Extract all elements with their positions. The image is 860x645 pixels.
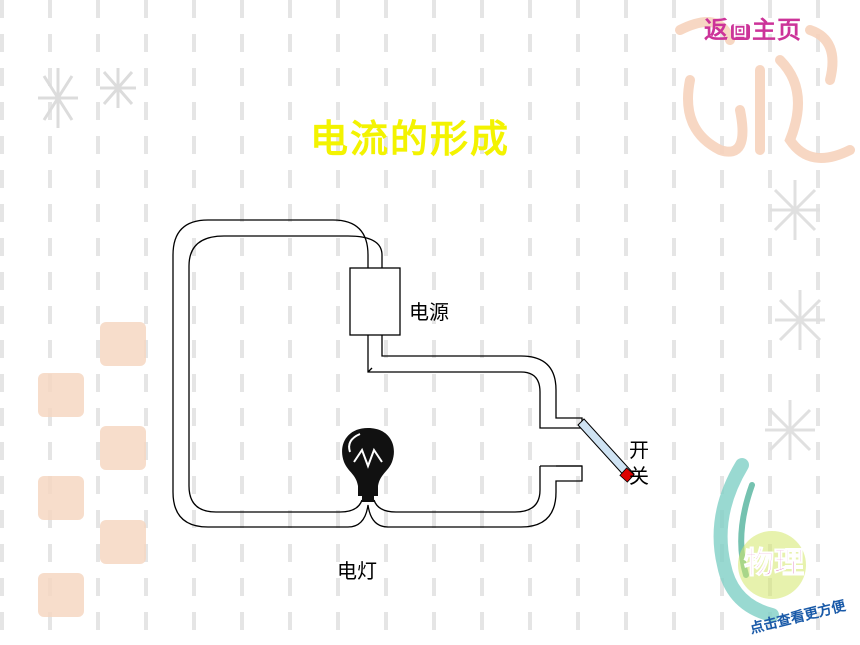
logo-main-text: 物理 [744,546,804,581]
page-title: 电流的形成 [309,117,510,161]
snowflake-icon [38,68,136,128]
return-home-button[interactable]: 返回主页 [704,10,802,45]
battery-icon [349,267,401,336]
wire-right-upper [367,335,583,429]
switch-icon [577,418,635,483]
return-small-label: 回 [731,24,750,40]
label-lamp: 电灯 [337,559,377,583]
stamp-decoration [38,476,84,520]
physics-logo-button[interactable]: 物理 点击查看更方便 [712,455,860,645]
wire-outer [172,219,583,528]
stamp-decoration [38,373,84,417]
calligraphy-decoration [675,17,855,163]
wire-inner [188,235,541,513]
logo-caption: 点击查看更方便 [748,597,848,637]
snowflake-icon [765,180,825,460]
label-switch: 开关 [629,438,649,488]
stamp-decoration [100,322,146,366]
stamp-decoration [100,520,146,564]
lightbulb-icon [342,428,394,502]
label-power-source: 电源 [409,300,449,324]
stamp-decoration [38,573,84,617]
home-label: 主页 [752,16,802,44]
stamp-decoration [100,426,146,470]
return-label: 返 [704,16,729,44]
